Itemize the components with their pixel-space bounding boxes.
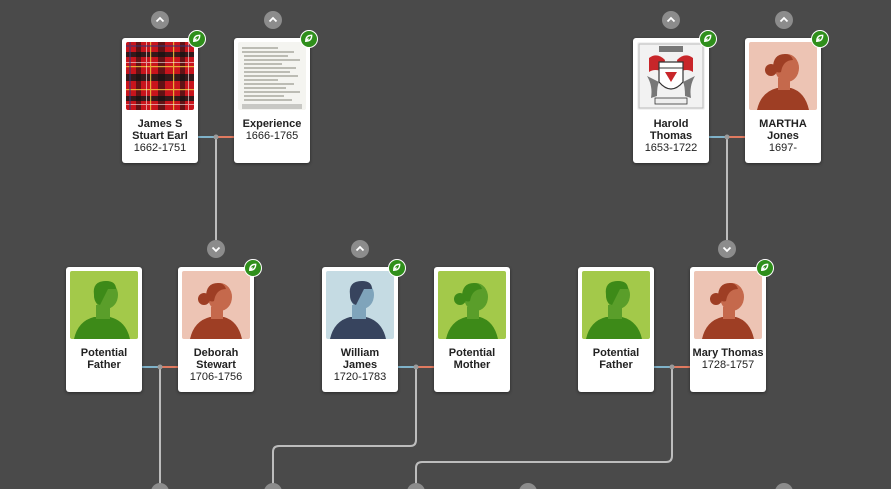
person-lifespan: 1728-1757 — [701, 359, 755, 371]
collapse-parents-button[interactable] — [207, 240, 225, 258]
female-silhouette — [749, 42, 817, 110]
person-card-william-james[interactable]: William James 1720-1783 — [322, 267, 398, 392]
person-card-harold-thomas[interactable]: Harold Thomas 1653-1722 — [633, 38, 709, 163]
person-card-potential-father[interactable]: Potential Father — [66, 267, 142, 392]
collapse-parents-button[interactable] — [718, 240, 736, 258]
chevron-down-icon — [722, 246, 732, 253]
person-lifespan: 1706-1756 — [189, 371, 243, 383]
person-lifespan: 1653-1722 — [644, 142, 698, 154]
leaf-hint-icon — [704, 34, 712, 42]
green-silhouette — [70, 271, 138, 339]
expand-parents-button[interactable] — [264, 11, 282, 29]
leaf-hint-icon — [193, 34, 201, 42]
expand-parents-button[interactable] — [151, 11, 169, 29]
person-card-deborah-stewart[interactable]: Deborah Stewart 1706-1756 — [178, 267, 254, 392]
chevron-up-icon — [155, 16, 165, 23]
person-card-potential-father[interactable]: Potential Father — [578, 267, 654, 392]
leaf-hint-icon — [305, 34, 313, 42]
record-hint-badge[interactable] — [699, 30, 717, 48]
person-name: James S Stuart Earl — [132, 118, 188, 142]
female-silhouette — [182, 271, 250, 339]
person-lifespan: 1662-1751 — [133, 142, 187, 154]
green-silhouette — [582, 271, 650, 339]
person-name: Mary Thomas — [692, 347, 764, 359]
leaf-hint-icon — [249, 263, 257, 271]
chevron-down-icon — [211, 246, 221, 253]
person-card-james-stuart-earl[interactable]: James S Stuart Earl 1662-1751 — [122, 38, 198, 163]
male-silhouette — [326, 271, 394, 339]
green-silhouette — [438, 271, 506, 339]
female-silhouette — [694, 271, 762, 339]
chevron-up-icon — [779, 16, 789, 23]
record-hint-badge[interactable] — [811, 30, 829, 48]
person-lifespan: 1666-1765 — [245, 130, 299, 142]
person-name: Potential Father — [80, 347, 128, 371]
expand-parents-button[interactable] — [775, 11, 793, 29]
person-name: William James — [340, 347, 380, 371]
leaf-hint-icon — [393, 263, 401, 271]
person-card-martha-jones[interactable]: MARTHA Jones 1697- — [745, 38, 821, 163]
person-card-experience[interactable]: Experience 1666-1765 — [234, 38, 310, 163]
coat-of-arms-image — [637, 42, 705, 110]
record-hint-badge[interactable] — [388, 259, 406, 277]
document-image — [238, 42, 306, 110]
chevron-up-icon — [666, 16, 676, 23]
record-hint-badge[interactable] — [244, 259, 262, 277]
record-hint-badge[interactable] — [188, 30, 206, 48]
person-name: MARTHA Jones — [759, 118, 807, 142]
expand-parents-button[interactable] — [662, 11, 680, 29]
person-name: Experience — [242, 118, 302, 130]
expand-parents-button[interactable] — [351, 240, 369, 258]
person-name: Potential Mother — [448, 347, 496, 371]
person-name: Potential Father — [592, 347, 640, 371]
tartan-image — [126, 42, 194, 110]
leaf-hint-icon — [816, 34, 824, 42]
leaf-hint-icon — [761, 263, 769, 271]
person-lifespan: 1720-1783 — [333, 371, 387, 383]
person-name: Deborah Stewart — [193, 347, 239, 371]
record-hint-badge[interactable] — [756, 259, 774, 277]
person-lifespan: 1697- — [768, 142, 798, 154]
record-hint-badge[interactable] — [300, 30, 318, 48]
chevron-up-icon — [268, 16, 278, 23]
chevron-up-icon — [355, 245, 365, 252]
person-name: Harold Thomas — [649, 118, 693, 142]
person-card-mary-thomas[interactable]: Mary Thomas 1728-1757 — [690, 267, 766, 392]
person-card-potential-mother[interactable]: Potential Mother — [434, 267, 510, 392]
